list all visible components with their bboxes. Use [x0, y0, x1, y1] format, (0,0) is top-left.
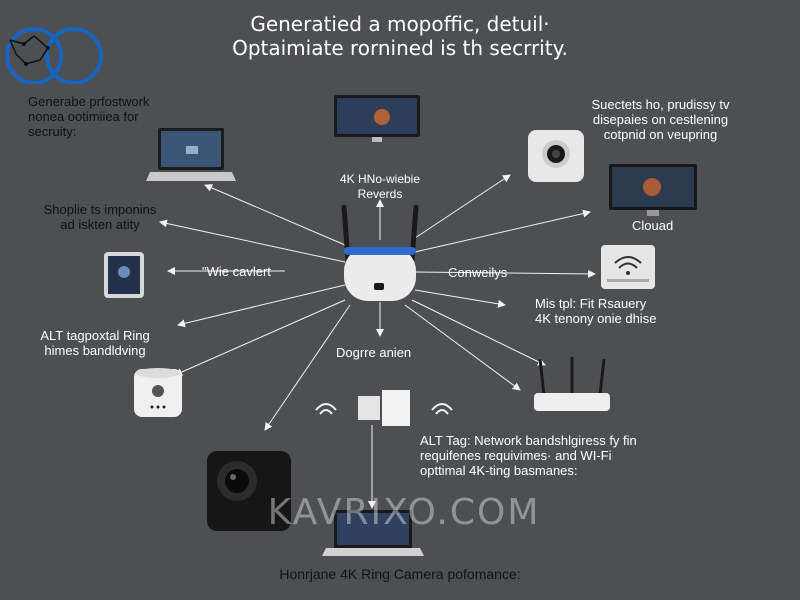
label-mid-left-line-2: ad iskten atity	[60, 217, 140, 232]
label-alt-left-line-1: ALT tagpoxtal Ring	[40, 328, 150, 343]
label-alt-bottom-line-3: opttimal 4K-ting basmanes:	[420, 463, 578, 478]
arrow-to-alt-left	[177, 284, 346, 328]
smart-plug-icon	[315, 390, 453, 426]
label-top-right: Suectets ho, prudissy tv disepaies on ce…	[578, 97, 743, 142]
arrow-to-dual-router	[411, 299, 546, 366]
monitor-icon	[334, 95, 420, 142]
label-alt-left-line-2: himes bandldving	[44, 343, 146, 358]
brand-logo	[5, 27, 103, 84]
title-line-1: Generatied a mopoffic, detuil·	[250, 12, 550, 36]
dual-router-icon	[534, 357, 610, 411]
arrow-to-wifi-ap	[414, 269, 596, 278]
arrow-to-black-camera	[264, 304, 351, 431]
label-router-top-line-2: Reverds	[357, 187, 403, 201]
arrow-to-lower-right	[404, 304, 521, 391]
label-top-left-line-1: Generabe prfostwork	[28, 94, 150, 109]
label-mid-right: Mis tpl: Fit Rsauery 4K tenony onie dhis…	[535, 296, 656, 326]
arrow-to-monitor	[414, 209, 591, 253]
wifi-access-point-icon	[601, 245, 655, 289]
label-top-left: Generabe prfostwork nonea ootimiiea for …	[28, 94, 149, 139]
smart-speaker-icon	[134, 368, 182, 417]
arrow-to-speaker	[174, 299, 346, 376]
arrow-to-laptop	[204, 184, 346, 246]
security-camera-icon	[528, 130, 584, 182]
label-alt-left: ALT tagpoxtal Ring himes bandldving	[5, 328, 185, 358]
label-alt-bottom-line-1: ALT Tag: Network bandshlgiress fy fin	[420, 433, 637, 448]
arrow-to-camera	[411, 174, 511, 241]
desktop-monitor-icon	[609, 164, 697, 216]
label-router-bottom: Dogrre anien	[336, 345, 412, 360]
label-top-right-line-2: disepaies on cestlening	[592, 112, 729, 127]
label-router-top: 4K HNo-wiebie Reverds	[320, 172, 440, 202]
label-top-left-line-2: nonea ootimiiea for	[28, 109, 139, 124]
arrow-to-mid-right	[414, 289, 506, 308]
diagram-caption: Honrjane 4K Ring Camera pofomance:	[279, 566, 521, 582]
label-top-right-line-3: cotpnid on veupring	[603, 127, 718, 142]
label-alt-bottom: ALT Tag: Network bandshlgiress fy fin re…	[420, 433, 637, 478]
label-mid-left-line-1: Shoplie ts imponins	[43, 202, 157, 217]
tablet-icon	[104, 252, 144, 298]
label-conweilys: Conweilys	[448, 265, 508, 280]
label-cloud: Clouad	[632, 218, 674, 233]
watermark: KAVRIXO.COM	[267, 492, 541, 533]
laptop-icon	[146, 128, 236, 181]
label-mid-right-line-1: Mis tpl: Fit Rsauery	[535, 296, 647, 311]
diagram-title: Generatied a mopoffic, detuil· Optaimiat…	[150, 12, 650, 60]
bottom-laptop-icon	[322, 510, 424, 556]
title-line-2: Optaimiate rornined is th secrrity.	[232, 36, 568, 60]
label-mid-left: Shoplie ts imponins ad iskten atity	[20, 202, 180, 232]
label-router-top-line-1: 4K HNo-wiebie	[339, 172, 421, 186]
label-top-right-line-1: Suectets ho, prudissy tv	[591, 97, 730, 112]
label-wie: "Wie cavlert	[202, 264, 271, 279]
label-top-left-line-3: secruity:	[28, 124, 77, 139]
black-camera-icon	[207, 451, 291, 531]
label-alt-bottom-line-2: requifenes requivimes· and WI-Fi	[420, 448, 612, 463]
label-mid-right-line-2: 4K tenony onie dhise	[535, 311, 657, 326]
wifi-router-icon	[341, 205, 419, 301]
arrow-to-shoplie	[159, 219, 346, 263]
